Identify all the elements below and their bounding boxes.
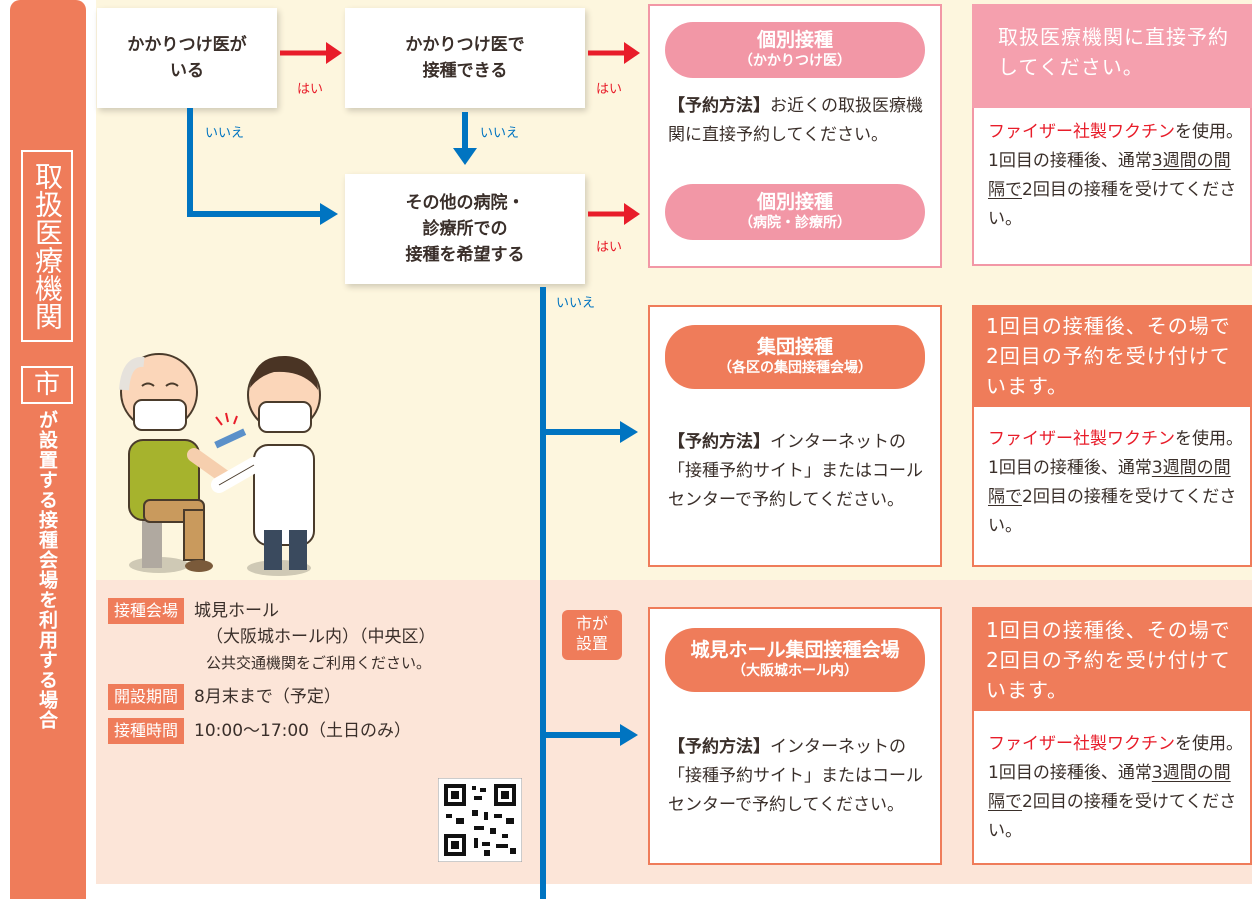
period-value: 8月末まで（予定） [194,687,341,707]
pill-title: 個別接種 [756,29,833,51]
qr-code[interactable] [438,778,522,862]
pill-individual-family-doctor: 個別接種 （かかりつけ医） [665,22,925,78]
sidebar-caption: が設置する接種会場を利用する場合 [36,410,58,730]
pill-hall-vaccination: 城見ホール集団接種会場 （大阪城ホール内） [665,628,925,692]
right-group-header: 1回目の接種後、その場で2回目の予約を受け付けています。 [972,305,1252,407]
label-yes-3: はい [596,240,623,255]
arrow-yes-3-head [624,203,640,225]
body-text-1: を使用。1回目の接種後、通常 [988,734,1243,783]
city-established-badge: 市が 設置 [562,610,622,660]
pill-individual-clinic: 個別接種 （病院・診療所） [665,184,925,240]
label-no-1: いいえ [205,126,245,141]
body-text-2: 2回目の接種を受けてください。 [988,487,1237,536]
arrow-yes-2-head [624,42,640,64]
vaccine-name: ファイザー社製ワクチン [988,122,1175,142]
sidebar-label-medical-institutions: 取扱医療機関 [21,150,73,342]
question-family-doctor-vaccination: かかりつけ医で 接種できる [345,8,585,108]
right-individual-body: ファイザー社製ワクチンを使用。1回目の接種後、通常3週間の間隔で2回目の接種を受… [988,118,1246,234]
method-label: 【予約方法】 [668,432,770,452]
label-yes-1: はい [297,82,324,97]
individual-reservation-method: 【予約方法】お近くの取扱医療機関に直接予約してください。 [668,92,930,150]
pill-subtitle: （各区の集団接種会場） [718,360,872,376]
venue-tag: 接種会場 [108,598,185,624]
right-individual-header: 取扱医療機関に直接予約してください。 [972,4,1252,108]
arrow-no-2-head [453,148,477,165]
pill-title: 城見ホール集団接種会場 [690,639,900,661]
interval-text: 3週間の間隔で [988,151,1231,200]
label-no-3: いいえ [556,296,596,311]
category-sidebar [10,0,86,899]
pill-title: 集団接種 [756,336,833,358]
venue-info: 接種会場 城見ホール （大阪城ホール内）（中央区） 公共交通機関をご利用ください… [108,598,528,744]
time-tag: 接種時間 [108,718,185,744]
right-group-body: ファイザー社製ワクチンを使用。1回目の接種後、通常3週間の間隔で2回目の接種を受… [988,425,1246,541]
pill-title: 個別接種 [756,191,833,213]
vaccine-name: ファイザー社製ワクチン [988,429,1175,449]
time-value: 10:00〜17:00（土日のみ） [194,721,411,741]
vaccine-name: ファイザー社製ワクチン [988,734,1175,754]
venue-name: 城見ホール [194,601,280,621]
pill-subtitle: （病院・診療所） [739,215,851,231]
arrow-to-group-head [620,421,638,443]
right-hall-header: 1回目の接種後、その場で2回目の予約を受け付けています。 [972,607,1252,711]
arrow-no-1 [187,108,322,217]
method-text: インターネットの「接種予約サイト」またはコールセンターで予約してください。 [668,737,923,815]
label-yes-2: はい [596,82,623,97]
arrow-to-hall-head [620,724,638,746]
right-hall-body: ファイザー社製ワクチンを使用。1回目の接種後、通常3週間の間隔で2回目の接種を受… [988,730,1246,846]
body-text-2: 2回目の接種を受けてください。 [988,180,1237,229]
venue-note: 公共交通機関をご利用ください。 [206,654,432,672]
period-tag: 開設期間 [108,684,185,710]
pill-group-vaccination: 集団接種 （各区の集団接種会場） [665,325,925,389]
venue-location: （大阪城ホール内）（中央区） [206,627,436,647]
body-text-1: を使用。1回目の接種後、通常 [988,429,1243,478]
time-row: 接種時間 10:00〜17:00（土日のみ） [108,718,528,744]
pill-subtitle: （大阪城ホール内） [732,663,858,679]
arrow-no-1-head [320,203,338,225]
body-text-2: 2回目の接種を受けてください。 [988,792,1237,841]
group-reservation-method: 【予約方法】インターネットの「接種予約サイト」またはコールセンターで予約してくだ… [668,428,930,515]
sidebar-label-city: 市 [21,366,73,404]
body-text-1: を使用。1回目の接種後、通常 [988,122,1243,171]
venue-row: 接種会場 城見ホール [108,598,528,624]
period-row: 開設期間 8月末まで（予定） [108,684,528,710]
method-label: 【予約方法】 [668,96,770,116]
hall-reservation-method: 【予約方法】インターネットの「接種予約サイト」またはコールセンターで予約してくだ… [668,733,930,820]
pill-subtitle: （かかりつけ医） [738,53,852,69]
method-text: お近くの取扱医療機関に直接予約してください。 [668,96,923,145]
label-no-2: いいえ [480,126,520,141]
interval-text: 3週間の間隔で [988,458,1231,507]
question-family-doctor: かかりつけ医が いる [97,8,277,108]
interval-text: 3週間の間隔で [988,763,1231,812]
vaccination-illustration [119,353,321,576]
question-other-clinic: その他の病院・ 診療所での 接種を希望する [345,174,585,284]
arrow-yes-1-head [326,42,342,64]
method-label: 【予約方法】 [668,737,770,757]
method-text: インターネットの「接種予約サイト」またはコールセンターで予約してください。 [668,432,923,510]
